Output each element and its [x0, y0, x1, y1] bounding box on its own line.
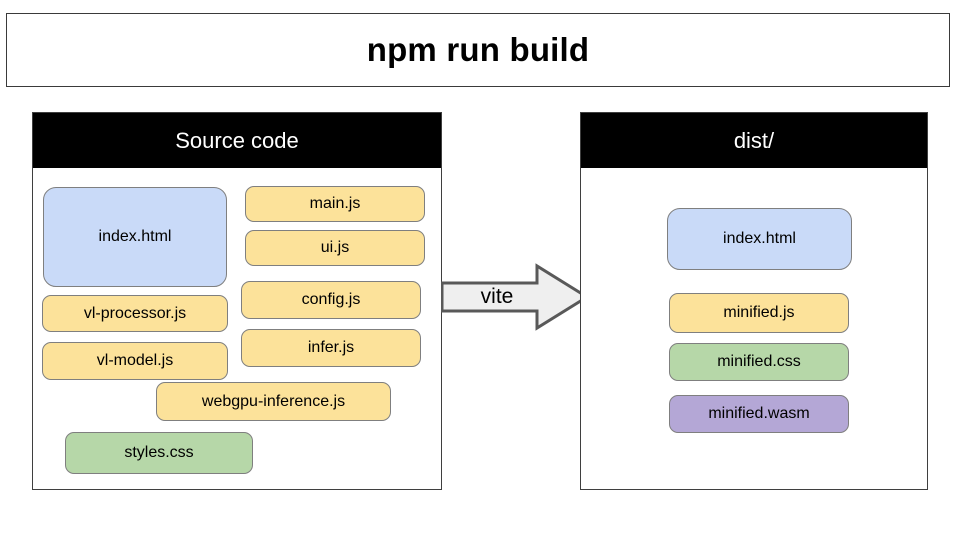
- file-chip-config-js[interactable]: config.js: [241, 281, 421, 319]
- dist-panel-body: index.html minified.js minified.css mini…: [581, 168, 927, 489]
- file-chip-label: index.html: [723, 230, 796, 247]
- file-chip-label: vl-model.js: [96, 352, 174, 369]
- file-chip-infer-js[interactable]: infer.js: [241, 329, 421, 367]
- file-chip-label: minified.wasm: [708, 405, 810, 422]
- dist-panel: dist/ index.html minified.js minified.cs…: [580, 112, 928, 490]
- file-chip-label: vl-processor.js: [83, 304, 187, 322]
- file-chip-label: main.js: [309, 195, 361, 212]
- file-chip-webgpu-inference-js[interactable]: webgpu-inference.js: [156, 382, 391, 421]
- dist-chip-minified-css[interactable]: minified.css: [669, 343, 849, 381]
- dist-chip-minified-wasm[interactable]: minified.wasm: [669, 395, 849, 433]
- file-chip-label: index.html: [98, 228, 172, 245]
- vite-build-arrow: vite: [441, 262, 589, 332]
- file-chip-label: ui.js: [320, 239, 350, 256]
- file-chip-ui-js[interactable]: ui.js: [245, 230, 425, 266]
- dist-panel-header: dist/: [581, 113, 927, 168]
- source-code-panel: Source code index.html main.js ui.js vl-…: [32, 112, 442, 490]
- page-title: npm run build: [366, 31, 590, 68]
- file-chip-label: styles.css: [124, 444, 194, 461]
- dist-chip-minified-js[interactable]: minified.js: [669, 293, 849, 333]
- file-chip-label: infer.js: [307, 339, 355, 356]
- title-banner: npm run build: [6, 13, 950, 87]
- file-chip-main-js[interactable]: main.js: [245, 186, 425, 222]
- file-chip-index-html[interactable]: index.html: [43, 187, 227, 287]
- dist-panel-title: dist/: [733, 127, 775, 153]
- file-chip-vl-processor-js[interactable]: vl-processor.js: [42, 295, 228, 332]
- file-chip-styles-css[interactable]: styles.css: [65, 432, 253, 474]
- source-code-panel-header: Source code: [33, 113, 441, 168]
- file-chip-label: config.js: [301, 291, 361, 308]
- file-chip-label: minified.js: [723, 304, 795, 321]
- file-chip-label: webgpu-inference.js: [201, 392, 346, 410]
- dist-chip-index-html[interactable]: index.html: [667, 208, 852, 270]
- file-chip-label: minified.css: [717, 353, 801, 370]
- source-code-panel-title: Source code: [175, 127, 299, 153]
- source-code-panel-body: index.html main.js ui.js vl-processor.js…: [33, 168, 441, 489]
- file-chip-vl-model-js[interactable]: vl-model.js: [42, 342, 228, 380]
- arrow-shape-icon: [441, 263, 589, 331]
